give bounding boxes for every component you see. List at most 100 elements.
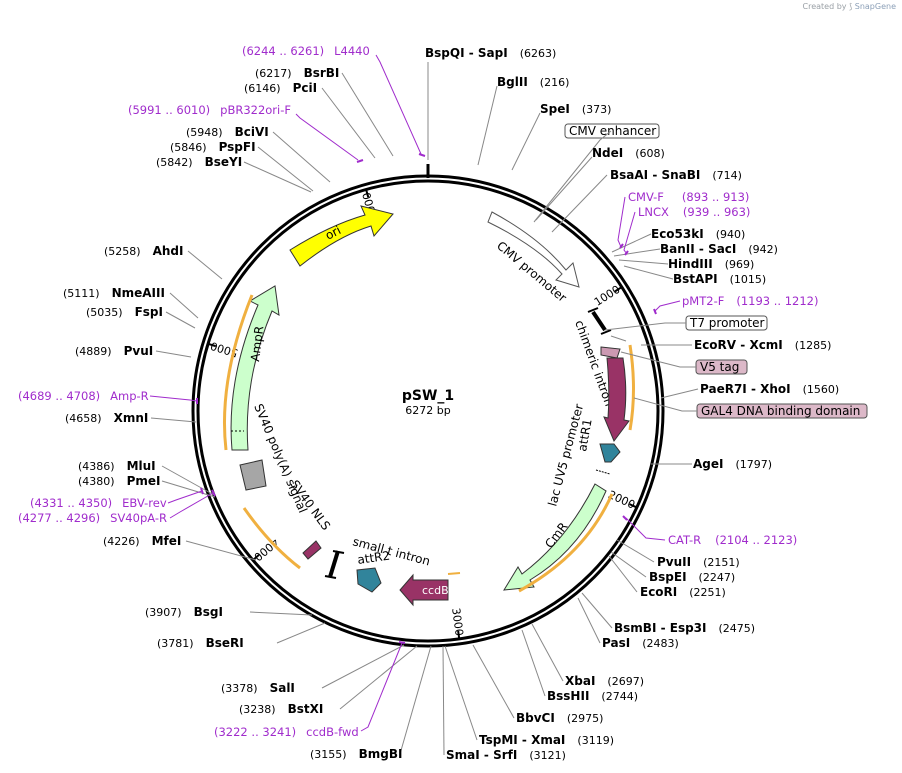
box-gal4-dbd-text: GAL4 DNA binding domain <box>701 404 860 418</box>
primer-cmv-f[interactable]: CMV-F(893 .. 913) <box>628 190 749 204</box>
primer-l4440[interactable]: (6244 .. 6261)L4440 <box>242 44 370 58</box>
site-pvui[interactable]: (4889)PvuI <box>75 344 153 358</box>
box-cmv-enhancer[interactable]: CMV enhancer <box>564 123 660 139</box>
leader-gal4 <box>633 397 697 412</box>
feature-cmv-promoter-label: CMV promoter <box>494 239 569 305</box>
site-agei[interactable]: AgeI(1797) <box>693 457 772 471</box>
site-ecorv-xcmi[interactable]: EcoRV - XcmI(1285) <box>694 338 831 352</box>
site-smai-srfi[interactable]: SmaI - SrfI(3121) <box>446 748 566 762</box>
feature-t7-mark <box>591 310 607 332</box>
box-cmv-enhancer-text: CMV enhancer <box>569 124 656 138</box>
site-leader-33 <box>169 292 199 319</box>
feature-v5[interactable] <box>600 346 621 359</box>
credit-prefix: Created by <box>802 2 847 11</box>
ruler-label-3000: 3000 <box>449 607 466 637</box>
feature-ori[interactable] <box>289 205 394 267</box>
feature-lower-left-orf <box>242 507 301 570</box>
box-t7-promoter[interactable]: T7 promoter <box>685 315 768 331</box>
site-pasi[interactable]: PasI(2483) <box>602 636 679 650</box>
site-bglii[interactable]: BglII(216) <box>497 75 569 89</box>
site-paer7i-xhoi[interactable]: PaeR7I - XhoI(1560) <box>700 382 839 396</box>
feature-sv40-polya[interactable] <box>239 459 267 491</box>
primer-amp-r[interactable]: (4689 .. 4708)Amp-R <box>18 389 149 403</box>
box-gal4-dbd[interactable]: GAL4 DNA binding domain <box>696 403 868 419</box>
feature-cmv-promoter[interactable] <box>487 211 580 288</box>
site-bstxi[interactable]: (3238)BstXI <box>239 702 323 716</box>
site-leader-32 <box>165 311 196 329</box>
site-bsaai-snabi[interactable]: BsaAI - SnaBI(714) <box>610 168 742 182</box>
site-pvuii[interactable]: PvuII(2151) <box>657 555 740 569</box>
site-mfei[interactable]: (4226)MfeI <box>103 534 181 548</box>
site-bsmbi-esp3i[interactable]: BsmBI - Esp3I(2475) <box>614 621 755 635</box>
site-leader-21 <box>442 645 445 756</box>
site-leader-29 <box>161 465 215 496</box>
feature-ampr[interactable] <box>230 285 280 451</box>
site-bstapi[interactable]: BstAPI(1015) <box>673 272 766 286</box>
credit-brand: SnapGene <box>854 2 896 11</box>
plasmid-name: pSW_1 <box>402 388 454 404</box>
site-eco53ki[interactable]: Eco53kI(940) <box>651 227 745 241</box>
ruler-label-4000: 4000 <box>251 535 281 563</box>
site-tspmi-xmai[interactable]: TspMI - XmaI(3119) <box>479 733 614 747</box>
site-leader-5 <box>611 233 652 253</box>
primer-ccdb-fwd[interactable]: (3222 .. 3241)ccdB-fwd <box>214 725 359 739</box>
primer-leader-pbr322 <box>295 113 359 161</box>
primer-pmt2-f[interactable]: pMT2-F(1193 .. 1212) <box>682 294 818 308</box>
primer-leader-cmv-f <box>617 196 626 248</box>
site-bsrbi[interactable]: (6217)BsrBI <box>255 66 339 80</box>
t7-bar-b <box>600 329 612 335</box>
site-pcii[interactable]: (6146)PciI <box>244 81 317 95</box>
site-pspfi[interactable]: (5846)PspFI <box>170 140 256 154</box>
primer-mark-sv40pa <box>211 489 216 497</box>
site-bseyi[interactable]: (5842)BseYI <box>156 155 242 169</box>
feature-sv40-nls[interactable] <box>302 540 322 560</box>
feature-attr1[interactable] <box>599 443 621 463</box>
primer-leader-l4440 <box>375 54 422 155</box>
site-spei[interactable]: SpeI(373) <box>540 102 611 116</box>
primer-pbr322ori-f[interactable]: (5991 .. 6010)pBR322ori-F <box>128 103 291 117</box>
site-ecori[interactable]: EcoRI(2251) <box>640 585 726 599</box>
leader-v5 <box>620 351 696 368</box>
site-sali[interactable]: (3378)SalI <box>221 681 295 695</box>
primer-cat-r[interactable]: CAT-R(2104 .. 2123) <box>668 533 797 547</box>
site-ndei[interactable]: NdeI(608) <box>592 146 665 160</box>
feature-ccdb[interactable] <box>399 573 449 607</box>
primer-mark-l4440 <box>418 153 426 157</box>
site-pmei[interactable]: (4380)PmeI <box>78 474 160 488</box>
primer-leader-cat-r <box>625 517 666 541</box>
site-bspei[interactable]: BspEI(2247) <box>649 570 735 584</box>
site-beri[interactable]: (3781)BseRI <box>157 636 244 650</box>
feature-cmr[interactable] <box>503 483 607 591</box>
primer-leader-ccdb <box>360 642 403 732</box>
site-xbai[interactable]: XbaI(2697) <box>565 674 644 688</box>
primer-mark-cmv-f <box>619 243 624 249</box>
leader-t7 <box>604 322 686 331</box>
site-xmni[interactable]: (4658)XmnI <box>65 411 148 425</box>
ruler-tick-1000 <box>614 286 623 293</box>
primer-sv40pa-r[interactable]: (4277 .. 4296)SV40pA-R <box>18 511 167 525</box>
site-bcivi[interactable]: (5948)BciVI <box>186 125 269 139</box>
site-hindiii[interactable]: HindIII(969) <box>668 257 754 271</box>
feature-gal4-dbd[interactable] <box>603 357 630 442</box>
site-nmeaiii[interactable]: (5111)NmeAIII <box>63 286 165 300</box>
feature-attr2[interactable] <box>356 567 382 593</box>
site-bsshii[interactable]: BssHII(2744) <box>547 689 638 703</box>
site-bspqi-sapi[interactable]: BspQI - SapI(6263) <box>425 46 556 60</box>
primer-ebv-rev[interactable]: (4331 .. 4350)EBV-rev <box>30 496 167 510</box>
ruler-tick-5000 <box>207 342 216 348</box>
site-leader-24 <box>321 644 405 689</box>
box-v5-tag[interactable]: V5 tag <box>695 359 748 375</box>
feature-small-t-intron[interactable] <box>328 550 340 578</box>
site-bsgi[interactable]: (3907)BsgI <box>145 605 223 619</box>
site-leader-3 <box>535 156 593 221</box>
site-fspi[interactable]: (5035)FspI <box>86 305 163 319</box>
site-bmgbi[interactable]: (3155)BmgBI <box>310 747 402 761</box>
site-banii-saci[interactable]: BanII - SacI(942) <box>660 242 778 256</box>
primer-lncx[interactable]: LNCX(939 .. 963) <box>638 205 750 219</box>
leader-cmv-enhancer <box>533 130 612 223</box>
primer-leaders <box>149 54 681 732</box>
site-mlui[interactable]: (4386)MluI <box>78 459 156 473</box>
site-ahdi[interactable]: (5258)AhdI <box>104 244 183 258</box>
site-bbvci[interactable]: BbvCI(2975) <box>516 711 603 725</box>
